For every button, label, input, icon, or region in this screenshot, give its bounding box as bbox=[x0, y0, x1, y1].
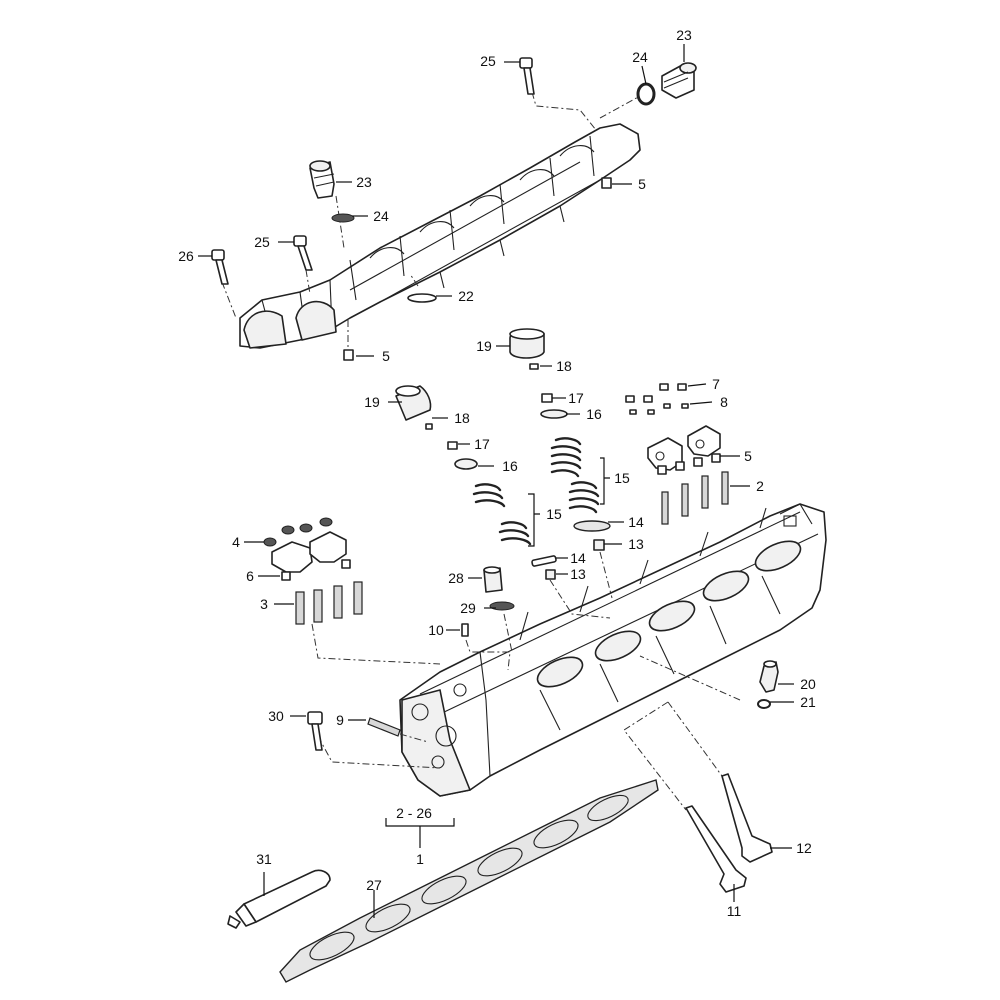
camshaft-housing bbox=[239, 123, 641, 349]
callout-3: 3 bbox=[260, 596, 268, 612]
fitting-23-lower bbox=[309, 160, 335, 199]
assembly-line bbox=[667, 701, 723, 777]
callout-range: 2 - 26 bbox=[396, 805, 432, 821]
guide-28 bbox=[483, 566, 503, 593]
seal-29 bbox=[489, 601, 515, 611]
callout-7: 7 bbox=[712, 376, 720, 392]
head-gasket-27 bbox=[279, 779, 659, 983]
assembly-line bbox=[599, 95, 641, 119]
callout-24-mid: 24 bbox=[373, 208, 389, 224]
sleeve-5-lower bbox=[343, 349, 354, 361]
assembly-line bbox=[305, 269, 311, 295]
valve-12 bbox=[721, 773, 773, 863]
bolt-30 bbox=[307, 711, 323, 751]
camshaft-bearing-caps-left bbox=[263, 517, 363, 625]
camshaft-bearing-caps-right bbox=[625, 383, 729, 525]
callout-23-mid: 23 bbox=[356, 174, 372, 190]
sealant-tube-31 bbox=[227, 869, 331, 929]
callout-22: 22 bbox=[458, 288, 474, 304]
stud-9 bbox=[367, 717, 401, 737]
assembly-line bbox=[503, 613, 513, 653]
o-ring-24-lower bbox=[331, 213, 355, 223]
callout-27: 27 bbox=[366, 877, 382, 893]
callout-25-top: 25 bbox=[480, 53, 496, 69]
callout-6: 6 bbox=[246, 568, 254, 584]
callout-9: 9 bbox=[336, 712, 344, 728]
callout-30: 30 bbox=[268, 708, 284, 724]
fitting-23-upper bbox=[661, 62, 697, 99]
assembly-line bbox=[465, 639, 511, 671]
callout-11: 11 bbox=[727, 903, 742, 919]
callout-21: 21 bbox=[800, 694, 816, 710]
callout-16-left: 16 bbox=[502, 458, 518, 474]
callout-31: 31 bbox=[256, 851, 272, 867]
assembly-line bbox=[221, 281, 237, 319]
callout-18-right: 18 bbox=[556, 358, 572, 374]
callout-13-right: 13 bbox=[628, 536, 644, 552]
callout-18-left: 18 bbox=[454, 410, 470, 426]
callout-19-right: 19 bbox=[476, 338, 492, 354]
callout-17-right: 17 bbox=[568, 390, 584, 406]
bolt-25-lower bbox=[293, 235, 313, 271]
callout-15-right: 15 bbox=[614, 470, 630, 486]
bolt-26 bbox=[211, 249, 229, 285]
callout-25-mid: 25 bbox=[254, 234, 270, 250]
pin-10 bbox=[461, 623, 469, 637]
callout-4: 4 bbox=[232, 534, 240, 550]
seal-22 bbox=[407, 293, 437, 303]
callout-15-left: 15 bbox=[546, 506, 562, 522]
callout-5-right: 5 bbox=[744, 448, 752, 464]
range-bracket bbox=[385, 818, 455, 848]
o-ring-24-upper bbox=[636, 82, 656, 106]
assembly-line bbox=[639, 655, 741, 701]
valve-train-right bbox=[509, 328, 611, 551]
assembly-line bbox=[623, 701, 687, 811]
callout-10: 10 bbox=[428, 622, 444, 638]
sleeve-5-upper bbox=[601, 177, 612, 189]
bolt-25-upper bbox=[519, 57, 535, 95]
callout-labels: 23 24 25 5 23 24 25 26 22 5 19 18 17 16 … bbox=[178, 27, 816, 919]
assembly-line bbox=[317, 735, 441, 769]
callout-23-top: 23 bbox=[676, 27, 692, 43]
valve-train-left bbox=[395, 385, 557, 580]
callout-2: 2 bbox=[756, 478, 764, 494]
callout-14-right: 14 bbox=[628, 514, 644, 530]
sensor-20 bbox=[759, 660, 779, 693]
callout-1: 1 bbox=[416, 851, 424, 867]
callout-17-left: 17 bbox=[474, 436, 490, 452]
callout-14-left: 14 bbox=[570, 550, 586, 566]
assembly-line bbox=[599, 551, 613, 599]
callout-leaders bbox=[198, 44, 794, 918]
callout-19-left: 19 bbox=[364, 394, 380, 410]
assembly-line bbox=[549, 579, 611, 619]
callout-12: 12 bbox=[796, 840, 812, 856]
cylinder-head bbox=[399, 503, 827, 797]
callout-26: 26 bbox=[178, 248, 194, 264]
callout-28: 28 bbox=[448, 570, 464, 586]
callout-20: 20 bbox=[800, 676, 816, 692]
callout-16-right: 16 bbox=[586, 406, 602, 422]
callout-29: 29 bbox=[460, 600, 476, 616]
callout-5-top: 5 bbox=[638, 176, 646, 192]
assembly-line bbox=[531, 91, 597, 131]
assembly-line bbox=[311, 623, 441, 665]
seal-21 bbox=[757, 699, 771, 709]
callout-24-top: 24 bbox=[632, 49, 648, 65]
valve-11 bbox=[685, 805, 747, 893]
assembly-line bbox=[409, 273, 419, 287]
callout-13-left: 13 bbox=[570, 566, 586, 582]
callout-5-mid: 5 bbox=[382, 348, 390, 364]
assembly-line bbox=[399, 733, 429, 743]
callout-8: 8 bbox=[720, 394, 728, 410]
